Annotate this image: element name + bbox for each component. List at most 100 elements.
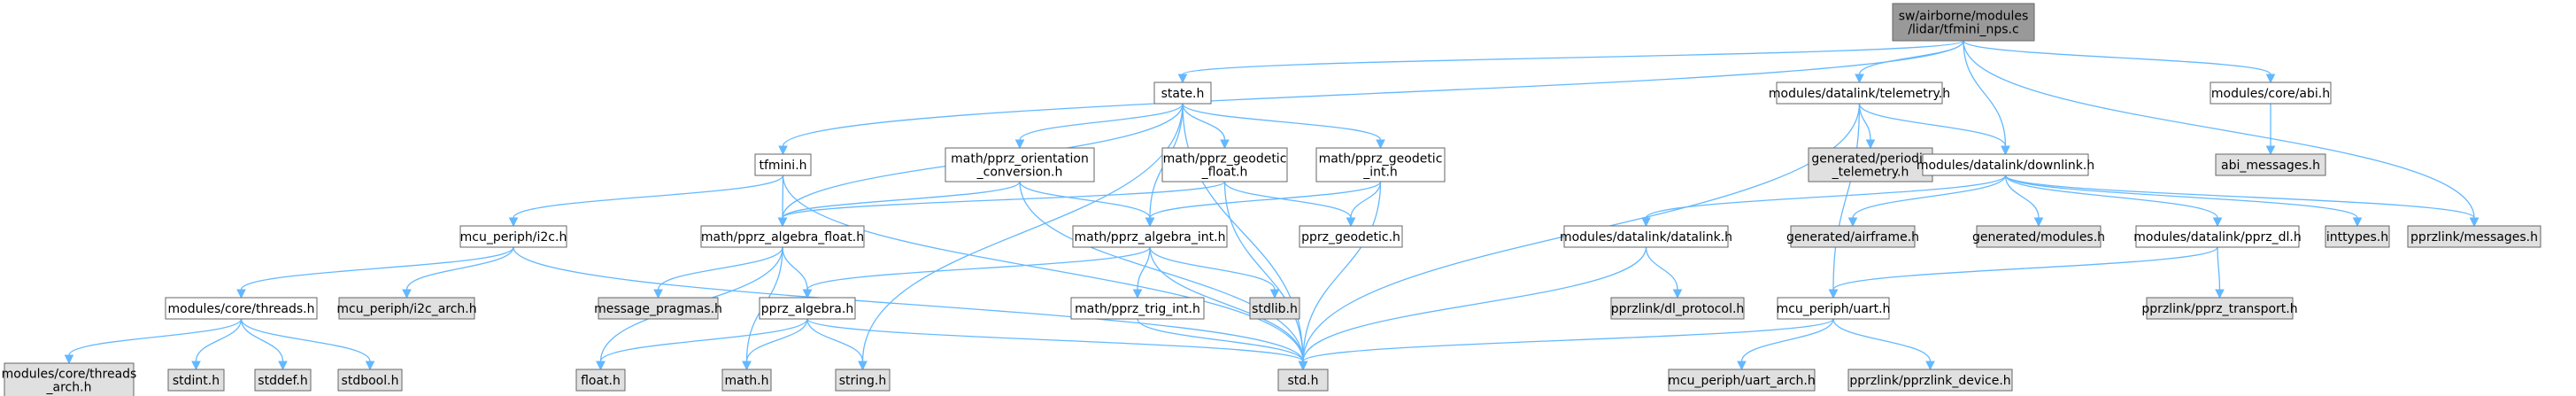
node-geod-int-h[interactable]: math/pprz_geodetic_int.h — [1315, 147, 1446, 182]
node-label: modules/core/threads.h — [167, 302, 314, 316]
edge-line — [240, 246, 514, 291]
edge-tfmini_h-to-i2c_h — [508, 175, 784, 228]
node-datalink-h[interactable]: modules/datalink/datalink.h — [1560, 225, 1732, 248]
edge-arrowhead — [1269, 289, 1280, 299]
node-box — [2135, 225, 2300, 248]
edge-root-to-abi_h — [1963, 40, 2276, 84]
node-geodetic-h[interactable]: pprz_geodetic.h — [1299, 225, 1403, 248]
node-float-h: float.h — [575, 369, 626, 392]
node-abi-h[interactable]: modules/core/abi.h — [2210, 82, 2332, 105]
node-label: stdlib.h — [1252, 302, 1298, 316]
node-alg-float-h[interactable]: math/pprz_algebra_float.h — [700, 225, 865, 248]
edge-line — [1302, 181, 1382, 362]
node-uart-h[interactable]: mcu_periph/uart.h — [1777, 297, 1891, 320]
edge-line — [1223, 181, 1304, 362]
edge-line — [1302, 318, 1834, 362]
node-box — [2210, 82, 2332, 105]
node-box — [167, 369, 225, 392]
node-box — [254, 369, 312, 392]
edge-arrowhead — [1828, 289, 1839, 299]
node-pprz-transport: pprzlink/pprz_transport.h — [2141, 297, 2298, 320]
edge-geod_int_h-to-alg_int_h — [1145, 181, 1382, 228]
edge-downlink_h-to-airframe_h — [1847, 175, 2007, 228]
edge-arrowhead — [1376, 139, 1385, 150]
node-label: _int.h — [1362, 166, 1398, 180]
node-telemetry-h[interactable]: modules/datalink/telemetry.h — [1769, 82, 1950, 105]
node-root[interactable]: sw/airborne/modules/lidar/tfmini_nps.c — [1892, 3, 2035, 42]
edge-arrowhead — [1346, 217, 1356, 228]
node-label: math/pprz_trig_int.h — [1075, 302, 1200, 316]
edge-arrowhead — [191, 361, 201, 371]
node-box — [835, 369, 891, 392]
edge-geod_float_h-to-geodetic_h — [1223, 181, 1356, 228]
edge-alg_float_h-to-msg_pragmas — [653, 246, 783, 299]
edge-arrowhead — [2212, 217, 2223, 228]
edge-downlink_h-to-pprzlink_msgs — [2004, 175, 2480, 228]
node-orient-h[interactable]: math/pprz_orientation_conversion.h — [945, 147, 1095, 182]
edge-downlink_h-to-pprz_dl_h — [2004, 175, 2223, 228]
edge-arrowhead — [778, 145, 788, 156]
node-downlink-h[interactable]: modules/datalink/downlink.h — [1917, 153, 2094, 176]
edge-alg_int_h-to-stdlib_h — [1149, 246, 1280, 299]
edge-arrowhead — [2352, 217, 2363, 228]
node-pprz-algebra-h[interactable]: pprz_algebra.h — [759, 297, 856, 320]
node-pprz-dl-h[interactable]: modules/datalink/pprz_dl.h — [2133, 225, 2302, 248]
edge-line — [782, 181, 1021, 219]
node-state-h[interactable]: state.h — [1153, 82, 1212, 105]
edge-arrowhead — [1145, 217, 1155, 228]
node-label: stdbool.h — [342, 374, 399, 388]
node-threads-h[interactable]: modules/core/threads.h — [165, 297, 318, 320]
node-label: string.h — [839, 374, 887, 388]
node-box — [945, 147, 1095, 182]
edge-telemetry_h-to-periodic_tel — [1858, 103, 1876, 150]
edge-line — [782, 181, 1226, 219]
edge-line — [806, 318, 864, 362]
node-inttypes-h: inttypes.h — [2325, 225, 2390, 248]
edge-arrowhead — [1737, 361, 1747, 371]
edge-trig_int_h-to-std_h — [1137, 318, 1308, 371]
node-label: math/pprz_geodetic — [1319, 152, 1443, 167]
node-label: pprzlink/messages.h — [2410, 230, 2538, 245]
edge-orient_h-to-alg_float_h — [777, 181, 1021, 228]
node-box — [1070, 297, 1205, 320]
edge-uart_h-to-std_h — [1298, 318, 1834, 371]
node-math-h: math.h — [721, 369, 772, 392]
edge-line — [68, 318, 243, 356]
node-pprzlink-msgs: pprzlink/messages.h — [2407, 225, 2541, 248]
node-label: pprzlink/pprzlink_device.h — [1849, 374, 2010, 388]
edge-line — [1223, 181, 1352, 219]
node-dl-protocol-h: pprzlink/dl_protocol.h — [1610, 297, 1745, 320]
node-tfmini-h[interactable]: tfmini.h — [754, 153, 812, 176]
edge-geod_float_h-to-alg_float_h — [777, 181, 1226, 228]
edge-line — [745, 318, 808, 362]
edges-layer — [64, 40, 2480, 371]
edge-line — [782, 40, 1964, 147]
edge-pprz_dl_h-to-uart_h — [1828, 246, 2218, 299]
node-box — [754, 153, 812, 176]
edge-root-to-state_h — [1177, 40, 1964, 84]
node-box — [1790, 225, 1916, 248]
edge-arrowhead — [1220, 139, 1230, 150]
edge-line — [1137, 246, 1151, 291]
node-label: pprz_algebra.h — [761, 302, 853, 316]
edge-line — [240, 318, 284, 362]
edge-arrowhead — [858, 361, 868, 371]
node-i2c-h[interactable]: mcu_periph/i2c.h — [459, 225, 567, 248]
edge-line — [1645, 175, 2007, 219]
node-airframe-h: generated/airframe.h — [1786, 225, 1919, 248]
node-alg-int-h[interactable]: math/pprz_algebra_int.h — [1072, 225, 1228, 248]
node-trig-int-h[interactable]: math/pprz_trig_int.h — [1070, 297, 1205, 320]
edge-arrowhead — [1641, 217, 1651, 228]
edge-arrowhead — [653, 289, 663, 299]
node-label: generated/periodic — [1811, 152, 1929, 167]
edge-arrowhead — [278, 361, 288, 371]
node-label: sw/airborne/modules — [1899, 10, 2029, 24]
edge-root-to-pprzlink_msgs — [1963, 40, 2480, 228]
node-label: math.h — [725, 374, 769, 388]
edge-arrowhead — [2265, 74, 2276, 84]
node-label: mcu_periph/i2c_arch.h — [336, 302, 476, 316]
edge-line — [1019, 181, 1151, 219]
node-label: math/pprz_geodetic — [1163, 152, 1287, 167]
node-geod-float-h[interactable]: math/pprz_geodetic_float.h — [1161, 147, 1288, 182]
node-label: inttypes.h — [2326, 230, 2388, 245]
